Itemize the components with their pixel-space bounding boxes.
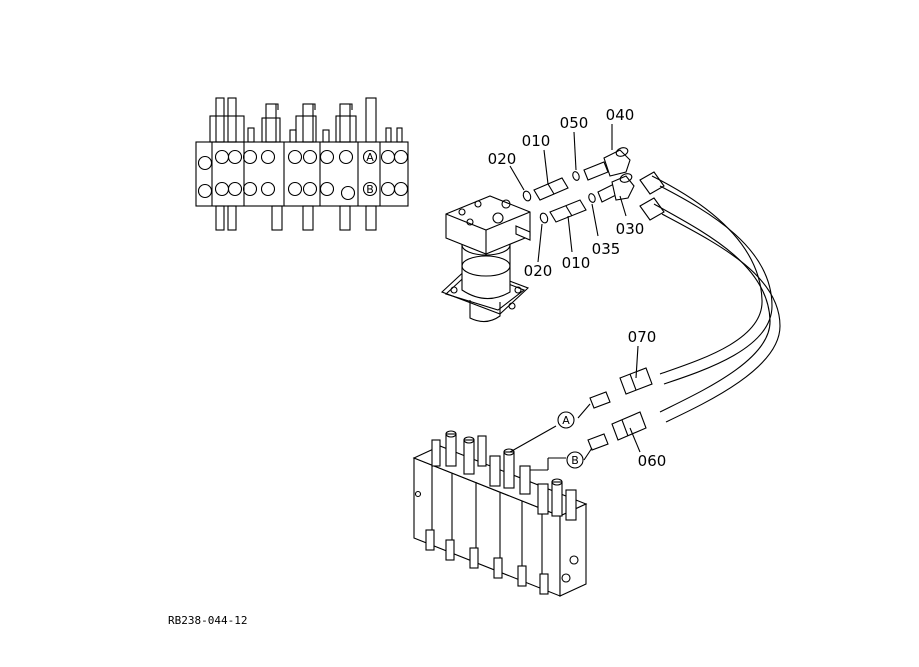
- part-label-060: 060: [638, 452, 667, 470]
- part-label-030: 030: [616, 220, 645, 238]
- drawing-code: RB238-044-12: [168, 614, 247, 627]
- part-label-035: 035: [592, 240, 621, 258]
- swivel-joint-assembly: [440, 195, 531, 323]
- part-label-040: 040: [606, 106, 635, 124]
- part-label-070: 070: [628, 328, 657, 346]
- port-a-label: A: [562, 414, 570, 427]
- part-label-010-bottom: 010: [562, 254, 591, 272]
- part-label-020-top: 020: [488, 150, 517, 168]
- fittings-upper: [522, 147, 631, 202]
- valve-schematic-inset: A B: [195, 97, 409, 231]
- port-b-label: B: [571, 454, 579, 467]
- part-label-050: 050: [560, 114, 589, 132]
- control-valve-assembly: [412, 430, 588, 597]
- port-marker-a: A: [557, 411, 575, 429]
- inset-port-a-label: A: [366, 151, 374, 164]
- hose-070: [619, 171, 773, 395]
- fittings-lower: [539, 173, 635, 224]
- part-label-010-top: 010: [522, 132, 551, 150]
- part-label-020-bottom: 020: [524, 262, 553, 280]
- port-leaders: [509, 403, 593, 471]
- hose-060: [611, 197, 781, 441]
- port-adapters: [587, 391, 611, 451]
- port-marker-b: B: [566, 451, 584, 469]
- inset-port-b-label: B: [366, 183, 374, 196]
- part-leaders: [509, 124, 641, 453]
